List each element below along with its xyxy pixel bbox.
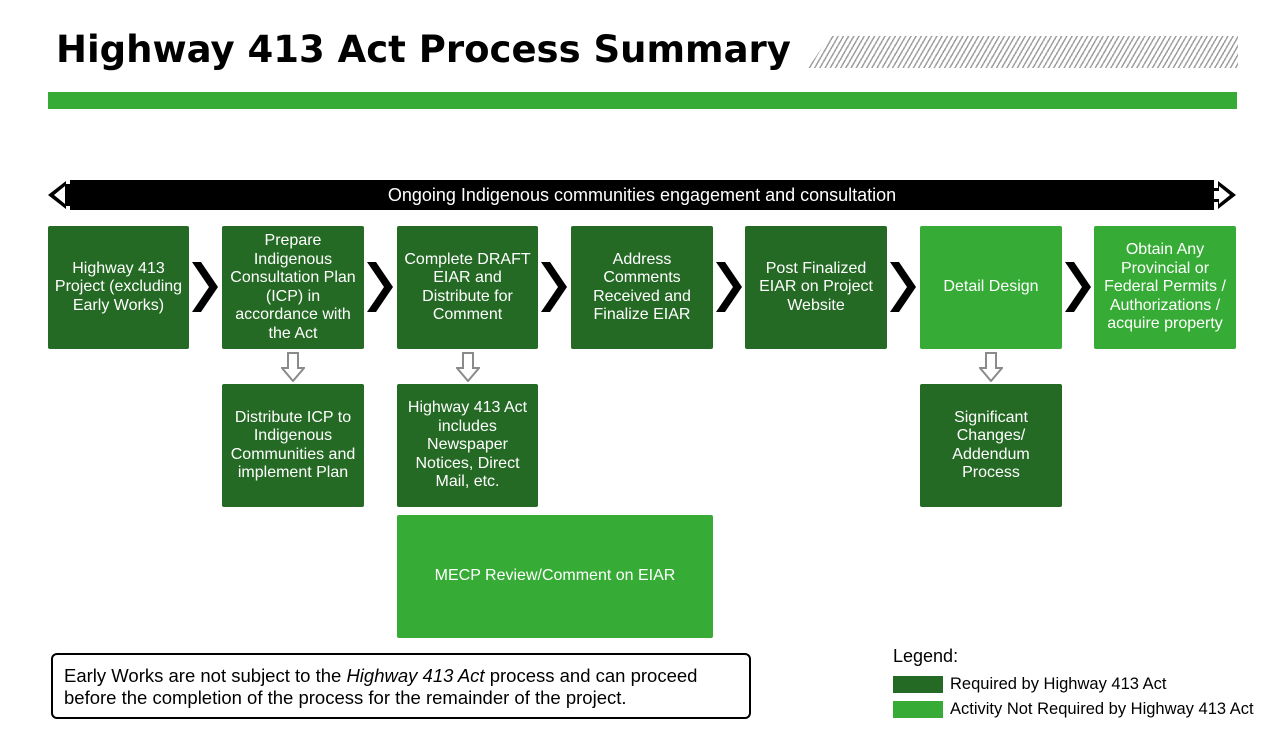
chevron-right-icon (192, 262, 218, 312)
note-text-end: process and can proceed before the compl… (64, 665, 698, 708)
banner-label: Ongoing Indigenous communities engagemen… (387, 185, 897, 205)
legend-swatch-not-required (893, 701, 943, 718)
step-post-eiar: Post Finalized EIAR on Project Website (745, 226, 887, 349)
down-arrow-icon (281, 352, 305, 382)
chevron-right-icon (1065, 262, 1091, 312)
step-finalize-eiar: Address Comments Received and Finalize E… (571, 226, 713, 349)
double-arrow-icon (48, 180, 1236, 210)
legend-title: Legend: (893, 646, 959, 666)
substep-distribute-icp: Distribute ICP to Indigenous Communities… (222, 384, 364, 507)
step-prepare-icp: Prepare Indigenous Consultation Plan (IC… (222, 226, 364, 349)
step-detail-design: Detail Design (920, 226, 1062, 349)
step-draft-eiar: Complete DRAFT EIAR and Distribute for C… (397, 226, 538, 349)
down-arrow-icon (979, 352, 1003, 382)
step-obtain-permits: Obtain Any Provincial or Federal Permits… (1094, 226, 1236, 349)
chevron-right-icon (716, 262, 742, 312)
engagement-banner: Ongoing Indigenous communities engagemen… (48, 180, 1236, 210)
substep-significant-changes: Significant Changes/ Addendum Process (920, 384, 1062, 507)
step-highway-project: Highway 413 Project (excluding Early Wor… (48, 226, 189, 349)
decorative-hatch (808, 36, 1238, 68)
chevron-right-icon (890, 262, 916, 312)
note-text-start: Early Works are not subject to the (64, 665, 347, 686)
early-works-note: Early Works are not subject to the Highw… (51, 653, 751, 719)
note-act-name: Highway 413 Act (346, 665, 485, 686)
legend-label-required: Required by Highway 413 Act (950, 675, 1167, 693)
down-arrow-icon (456, 352, 480, 382)
chevron-right-icon (367, 262, 393, 312)
page-title: Highway 413 Act Process Summary (56, 28, 791, 71)
substep-mecp-review: MECP Review/Comment on EIAR (397, 515, 713, 638)
chevron-right-icon (541, 262, 567, 312)
substep-notices: Highway 413 Act includes Newspaper Notic… (397, 384, 538, 507)
title-underline-bar (48, 92, 1237, 109)
legend-label-not-required: Activity Not Required by Highway 413 Act (950, 700, 1254, 718)
legend-swatch-required (893, 676, 943, 693)
